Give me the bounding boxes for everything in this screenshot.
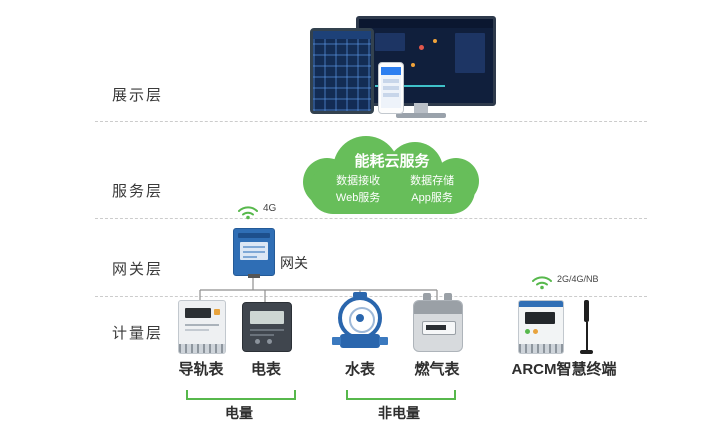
layer-label-metering: 计量层 bbox=[112, 325, 164, 342]
din-clip bbox=[248, 274, 260, 278]
cloud-services: 数据接收 Web服务 数据存储 App服务 bbox=[321, 174, 469, 205]
terminal-strip bbox=[519, 344, 563, 353]
group-label-nonelectric: 非电量 bbox=[378, 405, 420, 421]
phone-device bbox=[378, 62, 404, 114]
chart-line bbox=[375, 85, 445, 87]
layer-label-display: 展示层 bbox=[112, 87, 164, 104]
water-meter-hub bbox=[356, 314, 364, 322]
tablet-header-bar bbox=[313, 31, 371, 39]
gas-pipe bbox=[423, 293, 431, 301]
monitor-header-bar bbox=[359, 19, 493, 28]
gateway-device bbox=[233, 228, 275, 278]
map-marker-icon bbox=[433, 39, 437, 43]
cloud-service-item: 数据存储 bbox=[410, 175, 455, 187]
tablet-device bbox=[310, 28, 374, 114]
meter-detail bbox=[250, 329, 284, 331]
monitor-stand bbox=[414, 103, 428, 113]
layer-divider bbox=[95, 296, 647, 297]
phone-list-row bbox=[383, 79, 399, 83]
cloud-service-item: Web服务 bbox=[335, 192, 381, 204]
arcm-smart-terminal bbox=[518, 300, 564, 354]
layer-label-service: 服务层 bbox=[112, 183, 164, 200]
gateway-port-line bbox=[243, 251, 265, 253]
terminal-label: ARCM智慧终端 bbox=[511, 361, 617, 378]
water-pipe bbox=[379, 337, 388, 345]
water-pipe bbox=[332, 337, 341, 345]
energy-cloud-service: 能耗云服务 数据接收 Web服务 数据存储 App服务 bbox=[303, 136, 481, 218]
map-marker-icon bbox=[419, 45, 424, 50]
water-meter-body bbox=[340, 334, 380, 348]
gateway-label: 网关 bbox=[280, 255, 308, 271]
electric-group-bracket bbox=[186, 390, 296, 400]
wifi-signal-icon bbox=[530, 272, 554, 295]
meter-label-gas: 燃气表 bbox=[414, 361, 460, 378]
phone-header-bar bbox=[381, 67, 401, 75]
water-meter-face bbox=[349, 307, 375, 333]
electric-meter bbox=[242, 302, 292, 352]
meter-lcd bbox=[525, 312, 555, 324]
gateway-panel bbox=[240, 242, 268, 260]
layer-label-gateway: 网关层 bbox=[112, 261, 164, 278]
gas-pipe bbox=[444, 293, 452, 301]
meter-button bbox=[267, 339, 272, 344]
terminal-strip bbox=[179, 344, 225, 353]
monitor-base bbox=[396, 113, 446, 118]
water-meter-cap bbox=[353, 292, 367, 298]
status-led bbox=[525, 329, 530, 334]
terminal-top-strip bbox=[519, 301, 563, 307]
layer-divider bbox=[95, 218, 647, 219]
meter-lcd bbox=[250, 311, 284, 324]
meter-lcd bbox=[185, 308, 211, 318]
gas-meter bbox=[413, 300, 463, 352]
phone-screen bbox=[381, 67, 401, 108]
meter-label-electric: 电表 bbox=[250, 361, 282, 378]
phone-list-row bbox=[383, 86, 399, 90]
meter-detail bbox=[250, 334, 274, 336]
gateway-top-strip bbox=[238, 233, 270, 238]
dashboard-panel bbox=[455, 33, 485, 73]
monitor-screen bbox=[356, 16, 496, 106]
gateway-port-line bbox=[243, 246, 265, 248]
gas-meter-window bbox=[422, 321, 456, 335]
din-rail-meter bbox=[178, 300, 226, 354]
terminal-signal-label: 2G/4G/NB bbox=[557, 274, 599, 284]
meter-button bbox=[214, 309, 220, 315]
antenna-icon bbox=[580, 350, 593, 354]
meter-label-water: 水表 bbox=[344, 361, 376, 378]
meter-detail bbox=[185, 324, 219, 326]
cloud-service-item: 数据接收 bbox=[336, 175, 381, 187]
cloud-service-item: App服务 bbox=[411, 192, 453, 204]
gateway-signal-label: 4G bbox=[263, 203, 277, 214]
gas-meter-top bbox=[414, 301, 462, 314]
meter-detail bbox=[185, 329, 209, 331]
meter-label-rail: 导轨表 bbox=[178, 361, 224, 378]
group-label-electric: 电量 bbox=[225, 405, 253, 421]
dashboard-panel bbox=[375, 33, 405, 51]
cloud-title: 能耗云服务 bbox=[354, 153, 430, 170]
gas-meter-digits bbox=[426, 325, 446, 330]
antenna-icon bbox=[586, 322, 588, 350]
map-marker-icon bbox=[411, 63, 415, 67]
status-led bbox=[533, 329, 538, 334]
nonelectric-group-bracket bbox=[346, 390, 456, 400]
phone-list-row bbox=[383, 93, 399, 97]
antenna-icon bbox=[584, 300, 589, 322]
cloud-shape bbox=[309, 166, 475, 214]
layer-divider bbox=[95, 121, 647, 122]
meter-button bbox=[255, 339, 260, 344]
gateway-port-line bbox=[243, 256, 257, 258]
wifi-signal-icon bbox=[236, 202, 260, 225]
